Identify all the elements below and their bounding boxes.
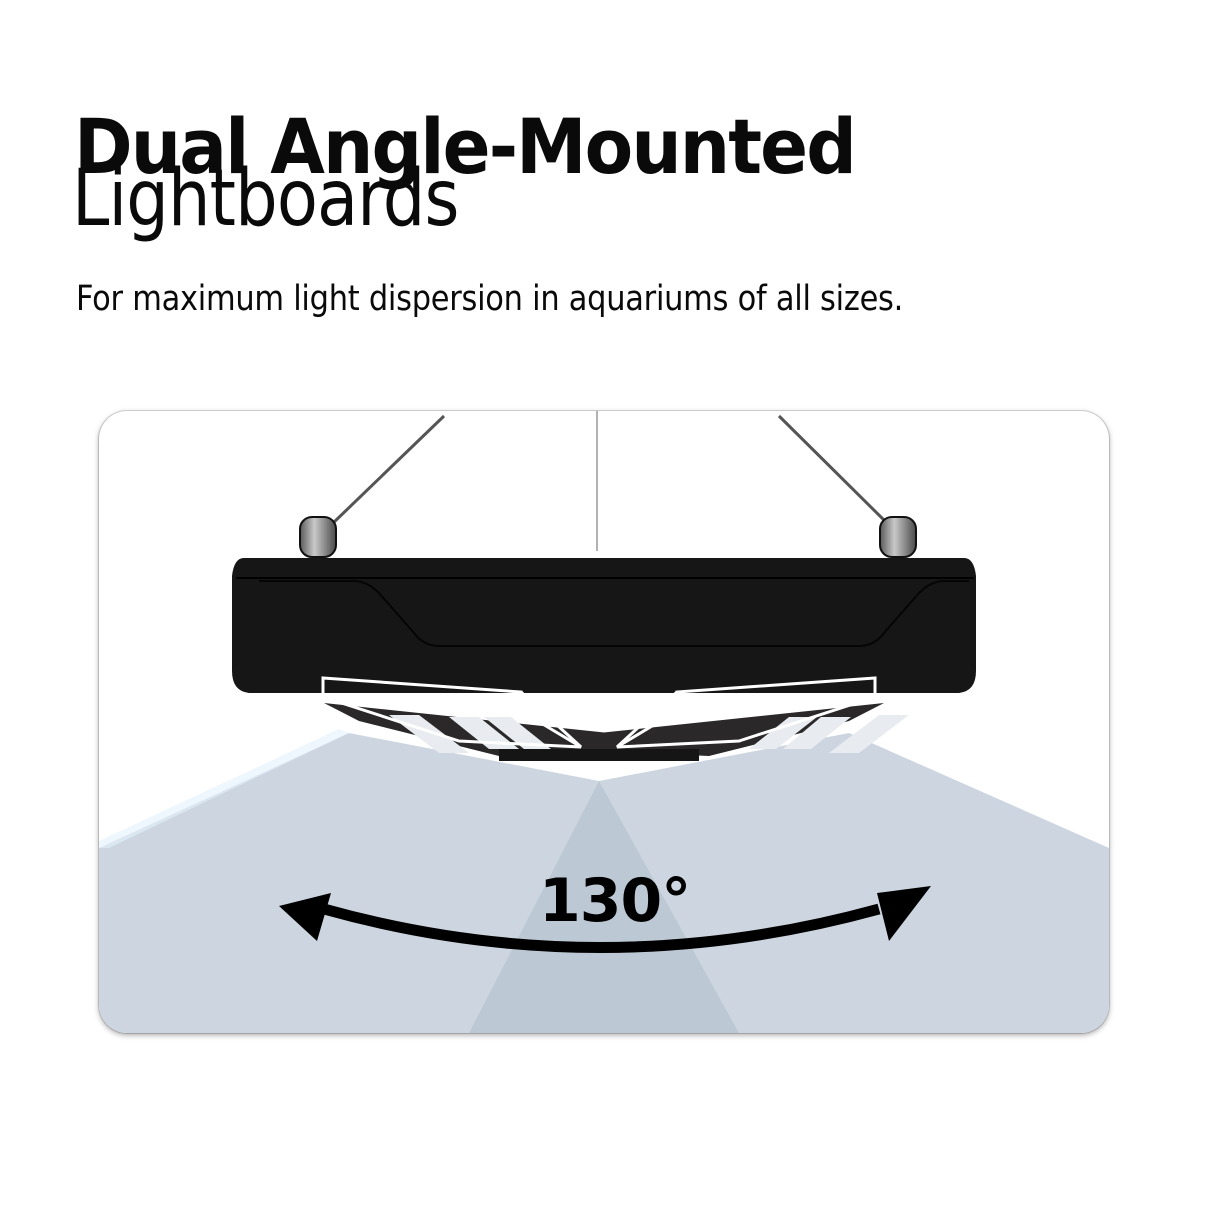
light-fixture-illustration bbox=[99, 411, 1109, 1033]
light-beam bbox=[99, 729, 1109, 1033]
mount-right bbox=[879, 516, 917, 558]
double-headed-curved-arrow-icon bbox=[279, 886, 931, 953]
angle-label: 130° bbox=[539, 866, 691, 936]
lightboard-outline bbox=[321, 676, 877, 749]
subtitle: For maximum light dispersion in aquarium… bbox=[76, 279, 904, 319]
headline-light: Lightboards bbox=[72, 154, 459, 244]
mount-left bbox=[299, 516, 337, 558]
headline-bold: Dual Angle-Mounted bbox=[74, 101, 857, 191]
illustration-card: 130° bbox=[99, 411, 1109, 1033]
light-fixture-icon bbox=[232, 558, 976, 761]
suspension-cable-icon bbox=[329, 411, 891, 551]
